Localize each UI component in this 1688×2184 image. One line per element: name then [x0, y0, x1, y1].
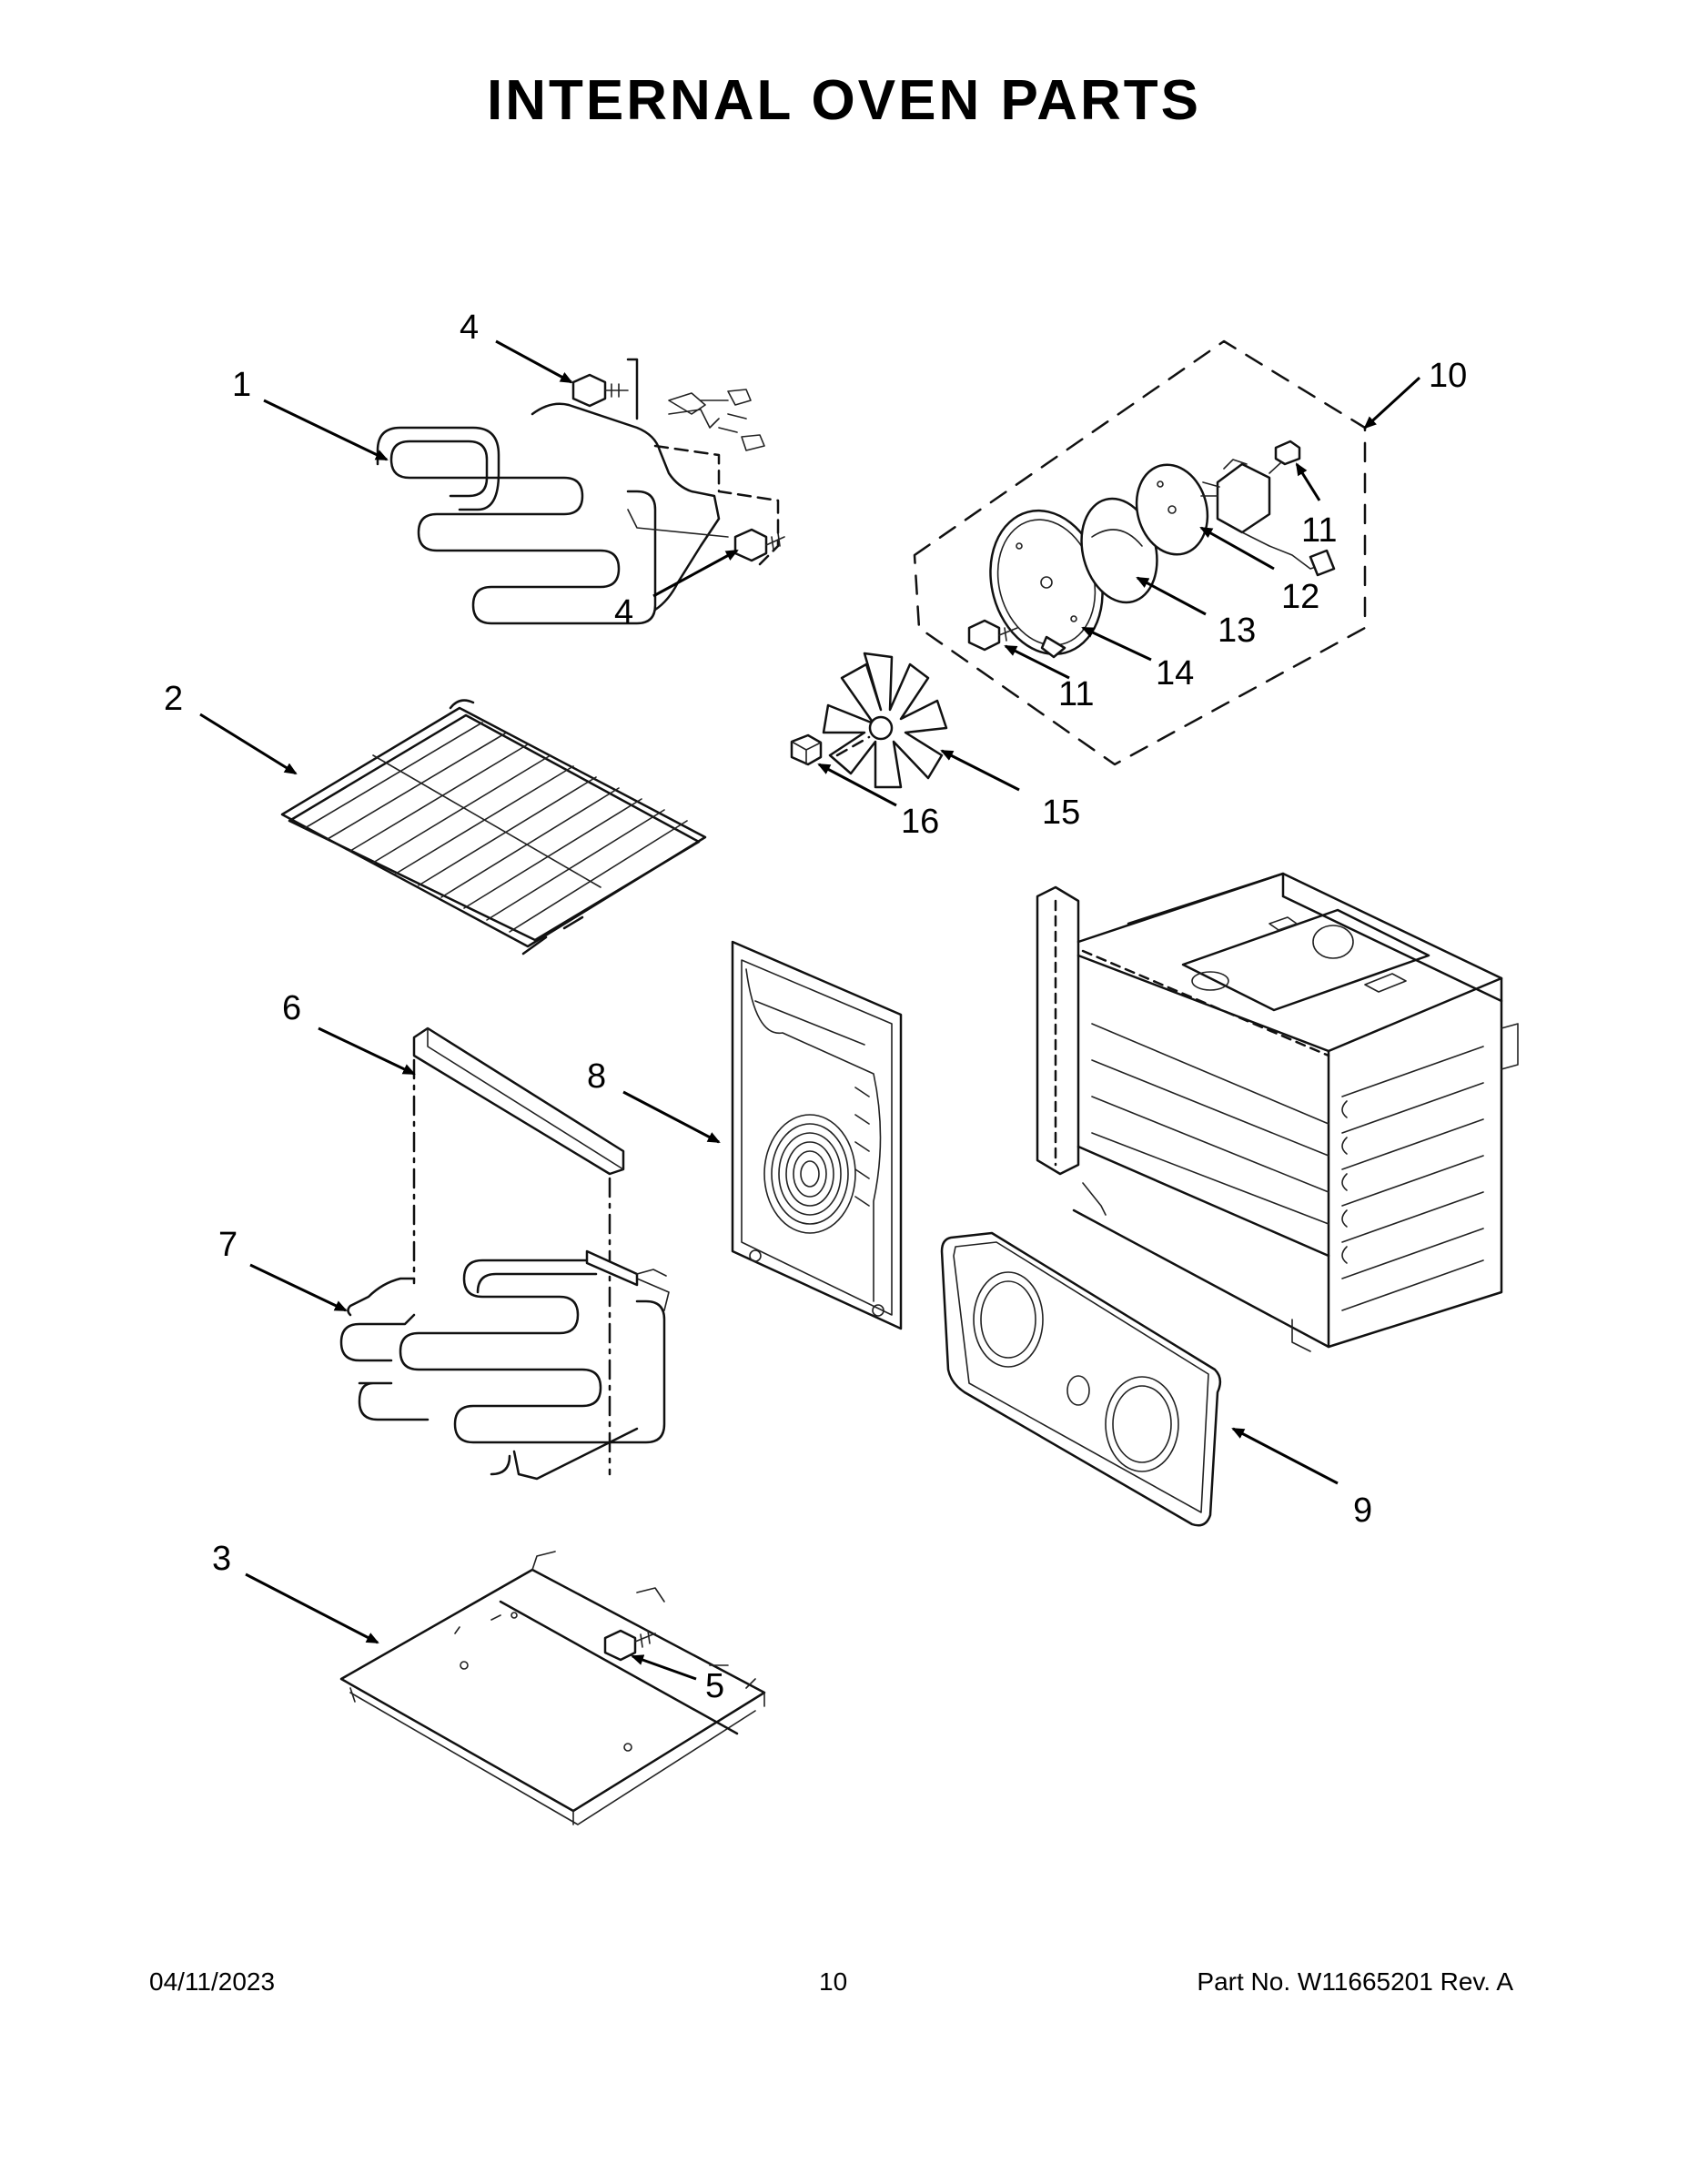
callout-6: 6: [282, 989, 301, 1027]
fan-cover: [731, 940, 903, 1330]
callout-14: 14: [1156, 654, 1194, 693]
footer-part-number: Part No. W11665201 Rev. A: [1197, 1967, 1513, 1996]
oven-cavity: [1036, 872, 1519, 1352]
screw-lower: [733, 528, 785, 562]
fan-nut: [790, 733, 823, 766]
callout-13: 13: [1218, 612, 1256, 650]
callout-arrows: [199, 339, 1421, 1681]
footer-date: 04/11/2023: [149, 1967, 276, 1996]
callout-12: 12: [1281, 578, 1319, 616]
oven-rack: [280, 699, 707, 956]
insulation-disk: [1080, 497, 1158, 604]
callout-7: 7: [218, 1226, 238, 1264]
footer-page-number: 10: [819, 1967, 848, 1996]
assembly-boundary: [913, 339, 1367, 766]
callout-3: 3: [212, 1540, 231, 1578]
callout-numbers: 1 4 4 2 10 11 12 13 14 11 15 16 6 8 7 9 …: [164, 308, 1467, 1705]
element-bracket: [412, 1026, 625, 1476]
callout-1: 1: [232, 366, 251, 404]
bake-element: [339, 1249, 670, 1481]
callout-16: 16: [901, 803, 939, 841]
callout-2: 2: [164, 680, 183, 718]
rear-insulation-panel: [940, 1231, 1222, 1527]
broil-element: [376, 358, 780, 625]
callout-11-upper: 11: [1301, 511, 1337, 550]
fan-blade: [822, 652, 948, 789]
motor-screw: [967, 619, 1018, 652]
callout-11-lower: 11: [1058, 675, 1094, 713]
gasket: [1135, 463, 1209, 556]
callout-15: 15: [1042, 794, 1080, 832]
bottom-cover-screw: [603, 1629, 656, 1662]
page-title: INTERNAL OVEN PARTS: [487, 69, 1201, 132]
callout-4-upper: 4: [460, 308, 479, 347]
callout-5: 5: [705, 1667, 724, 1705]
fan-dash-line: [835, 735, 871, 757]
callout-8: 8: [587, 1057, 606, 1096]
callout-4-lower: 4: [614, 593, 633, 632]
callout-9: 9: [1353, 1491, 1372, 1530]
convection-motor: [1200, 440, 1336, 577]
callout-10: 10: [1429, 357, 1467, 395]
bottom-cover: [339, 1551, 766, 1825]
screw-upper: [571, 373, 629, 408]
